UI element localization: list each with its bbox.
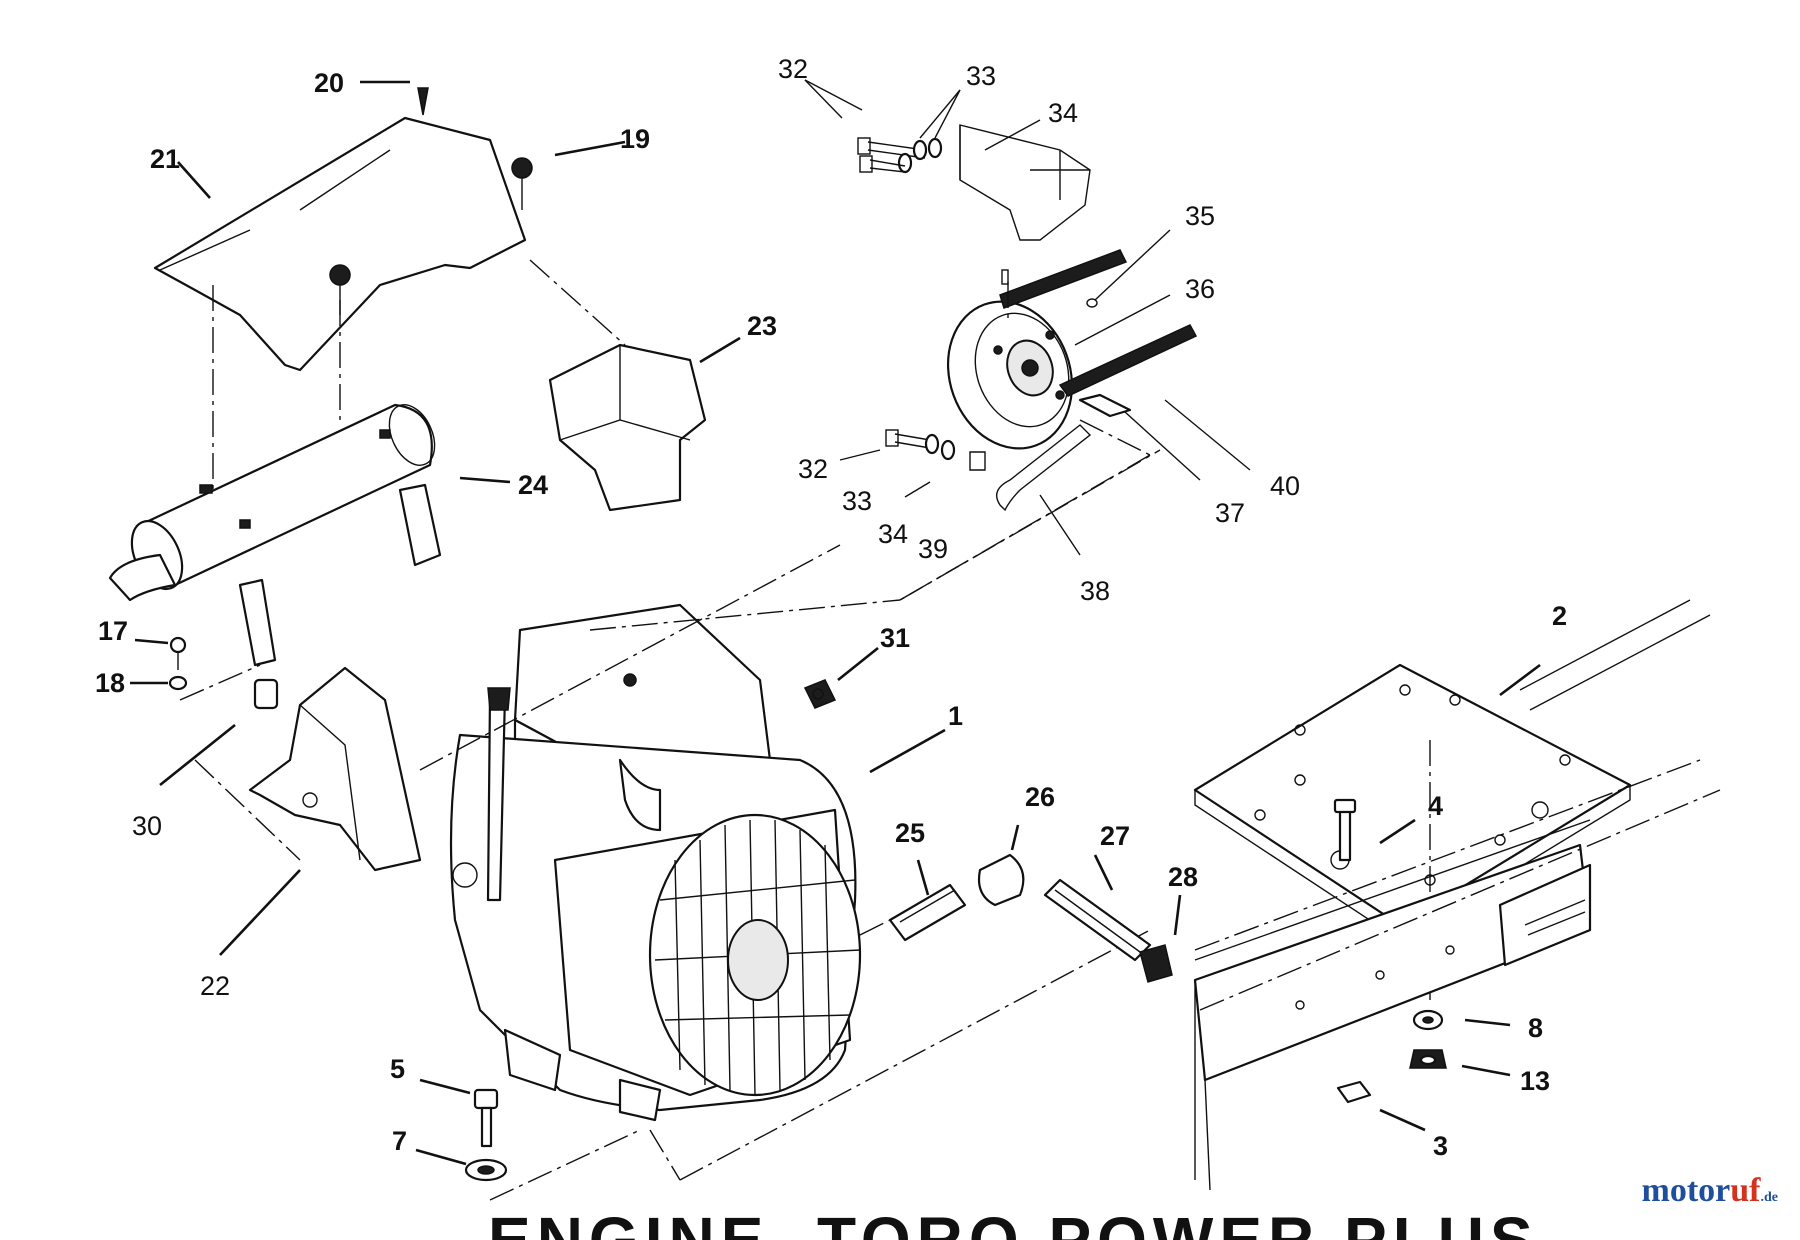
- callout-2: 2: [1552, 601, 1567, 631]
- screw-20-icon: [417, 87, 429, 116]
- bolt-32-icon: [885, 429, 931, 449]
- callout-37: 37: [1215, 498, 1245, 528]
- key-37-icon: [1078, 393, 1132, 418]
- callout-18: 18: [95, 668, 125, 698]
- diagram-caption: ENGINE, TORO POWER PLUS: [488, 1204, 1539, 1240]
- fitting-25-icon: [888, 883, 967, 942]
- set-screw-icon: [1001, 269, 1098, 308]
- elbow-26-icon: [977, 853, 1025, 907]
- callout-23: 23: [747, 311, 777, 341]
- callout-32-bottom: 32: [798, 454, 828, 484]
- watermark-part2: uf: [1730, 1172, 1761, 1209]
- grommet-19-icon: [329, 157, 533, 315]
- callout-22: 22: [200, 971, 230, 1001]
- muffler-icon: [108, 403, 442, 710]
- callout-34-top: 34: [1048, 98, 1078, 128]
- nut-28-icon: [1139, 944, 1173, 983]
- pulley-icon: [946, 300, 1074, 450]
- callout-24: 24: [518, 470, 548, 500]
- callout-13: 13: [1520, 1066, 1550, 1096]
- callout-25: 25: [895, 818, 925, 848]
- callout-1: 1: [948, 701, 963, 731]
- callout-3: 3: [1433, 1131, 1448, 1161]
- washer-33-icon: [897, 137, 943, 174]
- callout-35: 35: [1185, 201, 1215, 231]
- callout-32-top: 32: [778, 54, 808, 84]
- frame-icon: [1193, 599, 1721, 1191]
- belt-icon: [999, 249, 1198, 397]
- watermark-part3: .de: [1760, 1190, 1779, 1205]
- idler-bracket-icon: [959, 124, 1091, 241]
- callout-8: 8: [1528, 1013, 1543, 1043]
- callout-40: 40: [1270, 471, 1300, 501]
- bracket-cover-icon: [548, 343, 707, 512]
- callout-4: 4: [1428, 791, 1443, 821]
- mount-bolt-icon: [464, 1088, 508, 1182]
- callout-33-top: 33: [966, 61, 996, 91]
- watermark-part1: motor: [1641, 1172, 1731, 1209]
- fitting-27-icon: [1043, 878, 1152, 962]
- nut-13-icon: [1409, 1049, 1447, 1069]
- callout-39: 39: [918, 534, 948, 564]
- callout-36: 36: [1185, 274, 1215, 304]
- engine-icon: [419, 449, 1161, 1181]
- watermark-logo: motoruf.de: [1642, 1172, 1778, 1210]
- callout-20: 20: [314, 68, 344, 98]
- washer-8-icon: [1412, 1009, 1444, 1031]
- callout-33-bottom: 33: [842, 486, 872, 516]
- heat-shield-icon: [153, 116, 626, 490]
- washer-33-icon: [924, 433, 956, 461]
- heat-shield-icon: [194, 666, 422, 872]
- spacer-39-icon: [969, 451, 986, 471]
- hose-clip-icon: [803, 679, 837, 709]
- bolt-4-icon: [1333, 798, 1357, 862]
- leader-lines: [130, 79, 1541, 1166]
- bolt-32-icon: [859, 155, 906, 173]
- callout-38: 38: [1080, 576, 1110, 606]
- nut-3-icon: [1336, 1080, 1372, 1104]
- callout-19: 19: [620, 124, 650, 154]
- callout-30: 30: [132, 811, 162, 841]
- idler-rod-38-icon: [996, 424, 1092, 512]
- callout-31: 31: [880, 623, 910, 653]
- callout-5: 5: [390, 1054, 405, 1084]
- callout-26: 26: [1025, 782, 1055, 812]
- bolt-17-icon: [168, 636, 188, 691]
- callout-27: 27: [1100, 821, 1130, 851]
- callout-17: 17: [98, 616, 128, 646]
- callout-7: 7: [392, 1126, 407, 1156]
- callout-34-bottom: 34: [878, 519, 908, 549]
- callout-21: 21: [150, 144, 180, 174]
- callout-28: 28: [1168, 862, 1198, 892]
